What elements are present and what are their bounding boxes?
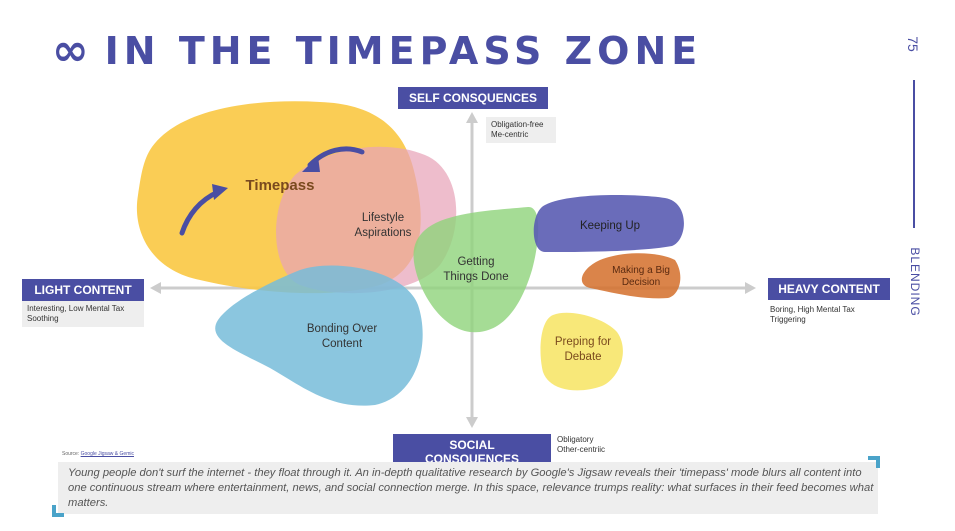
corner-bracket-bottom-left-icon xyxy=(52,505,64,517)
label-bonding-over-content: Bonding Over Content xyxy=(306,323,378,350)
axis-arrow-right-icon xyxy=(745,282,756,294)
axis-label-right: HEAVY CONTENT xyxy=(768,278,890,300)
axis-label-top: SELF CONSQUENCES xyxy=(398,87,548,109)
page-title: ∞ IN THE TIMEPASS ZONE xyxy=(52,25,703,76)
label-making-a-big-decision: Making a Big Decision xyxy=(612,265,670,288)
axis-note-top: Obligation-free Me-centric xyxy=(486,117,556,143)
blob-bonding-over-content xyxy=(215,265,423,406)
blob-preping-for-debate xyxy=(540,312,623,391)
axis-note-right: Boring, High Mental Tax Triggering xyxy=(770,305,855,324)
caption-box xyxy=(58,462,878,514)
axis-arrow-left-icon xyxy=(150,282,161,294)
arrowhead-left-icon xyxy=(212,184,228,200)
infinity-icon: ∞ xyxy=(52,25,89,76)
axis-arrow-up-icon xyxy=(466,112,478,123)
axis-arrow-down-icon xyxy=(466,417,478,428)
blob-keeping-up xyxy=(533,194,684,252)
axis-note-bottom: Obligatory Other-centriic xyxy=(557,435,606,454)
arrowhead-top-icon xyxy=(302,156,320,172)
caption-text: Young people don't surf the internet - t… xyxy=(68,467,874,509)
corner-bracket-top-right-icon xyxy=(868,456,880,468)
source-note: Source: Google Jigsaw & Gemic xyxy=(62,451,134,457)
label-timepass: Timepass xyxy=(245,177,315,194)
side-divider xyxy=(913,80,915,228)
axis-label-left: LIGHT CONTENT xyxy=(22,279,144,301)
label-getting-things-done: Getting Things Done xyxy=(443,256,509,283)
label-keeping-up: Keeping Up xyxy=(579,220,641,232)
source-link[interactable]: Google Jigsaw & Gemic xyxy=(80,451,134,457)
blob-lifestyle-aspirations xyxy=(276,146,457,294)
axis-note-left: Interesting, Low Mental Tax Soothing xyxy=(22,301,144,327)
label-preping-for-debate: Preping for Debate xyxy=(554,336,612,363)
blob-getting-things-done xyxy=(413,206,539,333)
label-lifestyle-aspirations: Lifestyle Aspirations xyxy=(354,212,412,239)
blob-making-a-big-decision xyxy=(581,253,681,299)
